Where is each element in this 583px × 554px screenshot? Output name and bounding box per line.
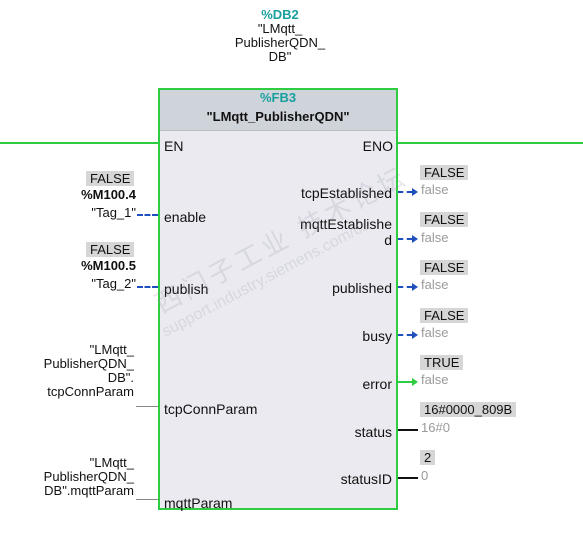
mqttParam-ref-line3: DB".mqttParam: [44, 483, 134, 498]
tcpEstablished-value: false: [421, 182, 449, 197]
error-status-badge: TRUE: [420, 355, 464, 370]
pin-mqttEstablished-line1: mqttEstablishe: [300, 216, 392, 232]
tcpConnParam-ref-line3: DB".: [107, 370, 134, 385]
tcpEstablished-wire: [398, 191, 412, 193]
function-block-name: "LMqtt_PublisherQDN": [206, 109, 350, 124]
pin-mqttEstablished-line2: d: [384, 232, 392, 248]
publish-status-badge: FALSE: [86, 242, 135, 257]
tcpEstablished-arrow-icon: [412, 188, 418, 196]
pin-publish[interactable]: publish: [164, 281, 209, 297]
enable-address[interactable]: %M100.4: [81, 187, 136, 202]
statusID-status-badge: 2: [420, 450, 436, 465]
eno-power-line: [398, 142, 583, 144]
busy-wire: [398, 334, 412, 336]
function-block[interactable]: %FB3 "LMqtt_PublisherQDN" EN enable publ…: [158, 88, 398, 511]
enable-wire: [137, 214, 158, 216]
pin-en[interactable]: EN: [164, 138, 184, 154]
status-value: 16#0: [421, 420, 450, 435]
tcpConnParam-ref-line1: "LMqtt_: [89, 342, 134, 357]
mqttParam-ref-line2: PublisherQDN_: [43, 469, 134, 484]
busy-arrow-icon: [412, 331, 418, 339]
instance-db-name-line3: DB": [268, 49, 292, 64]
publish-tag[interactable]: "Tag_2": [91, 276, 136, 291]
tcpConnParam-ref-line4: tcpConnParam: [47, 384, 134, 399]
pin-status[interactable]: status: [354, 424, 392, 440]
pin-eno[interactable]: ENO: [362, 138, 393, 154]
publish-wire: [137, 286, 158, 288]
error-value: false: [421, 372, 449, 387]
pin-mqttParam[interactable]: mqttParam: [164, 495, 233, 511]
tcpConnParam-ref-line2: PublisherQDN_: [43, 356, 134, 371]
instance-db-label: %DB2 "LMqtt_ PublisherQDN_ DB": [210, 8, 350, 64]
busy-value: false: [421, 325, 449, 340]
mqttEstablished-status-badge: FALSE: [420, 212, 469, 227]
instance-db-name-line1: "LMqtt_: [257, 21, 303, 36]
published-wire: [398, 286, 412, 288]
busy-status-badge: FALSE: [420, 308, 469, 323]
instance-db-address: %DB2: [261, 7, 299, 22]
pin-busy[interactable]: busy: [362, 328, 392, 344]
published-arrow-icon: [412, 283, 418, 291]
pin-error[interactable]: error: [362, 376, 392, 392]
mqttParam-wire: [136, 499, 158, 500]
mqttEstablished-value: false: [421, 230, 449, 245]
pin-tcpConnParam[interactable]: tcpConnParam: [164, 401, 258, 417]
function-block-header[interactable]: %FB3 "LMqtt_PublisherQDN": [160, 90, 396, 131]
function-block-number: %FB3: [259, 90, 297, 105]
tcpEstablished-status-badge: FALSE: [420, 165, 469, 180]
statusID-value: 0: [421, 468, 429, 483]
error-wire: [398, 381, 412, 383]
pin-enable[interactable]: enable: [164, 209, 207, 225]
status-wire: [398, 429, 418, 431]
status-status-badge: 16#0000_809B: [420, 402, 517, 417]
instance-db-name-line2: PublisherQDN_: [234, 35, 326, 50]
mqttParam-ref-line1: "LMqtt_: [89, 455, 134, 470]
mqttEstablished-wire: [398, 238, 412, 240]
enable-tag[interactable]: "Tag_1": [91, 205, 136, 220]
pin-published[interactable]: published: [332, 280, 392, 296]
statusID-wire: [398, 477, 418, 479]
published-value: false: [421, 277, 449, 292]
pin-tcpEstablished[interactable]: tcpEstablished: [300, 185, 392, 201]
tcpConnParam-reference[interactable]: "LMqtt_ PublisherQDN_ DB". tcpConnParam: [10, 343, 134, 399]
published-status-badge: FALSE: [420, 260, 469, 275]
mqttParam-reference[interactable]: "LMqtt_ PublisherQDN_ DB".mqttParam: [10, 456, 134, 498]
en-power-line: [0, 142, 158, 144]
pin-statusID[interactable]: statusID: [340, 471, 392, 487]
error-arrow-icon: [412, 378, 418, 386]
pin-mqttEstablished[interactable]: mqttEstablishe d: [300, 216, 392, 248]
mqttEstablished-arrow-icon: [412, 235, 418, 243]
publish-address[interactable]: %M100.5: [81, 258, 136, 273]
tcpConnParam-wire: [136, 406, 158, 407]
enable-status-badge: FALSE: [86, 171, 135, 186]
